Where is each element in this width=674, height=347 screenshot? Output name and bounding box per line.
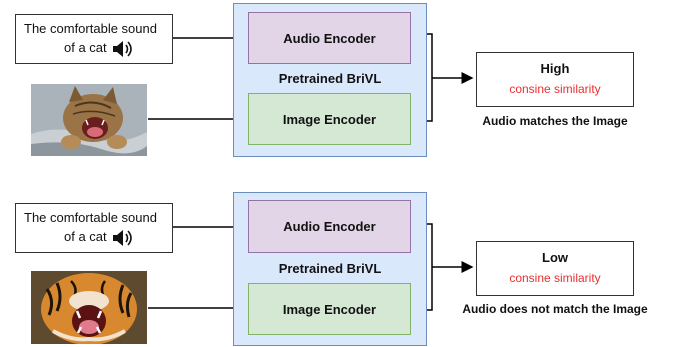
text-line-1: The comfortable sound — [24, 21, 157, 36]
similarity-level: High — [540, 61, 570, 76]
tiger-roaring-image — [31, 271, 147, 344]
image-encoder: Image Encoder — [248, 93, 411, 145]
audio-encoder: Audio Encoder — [248, 200, 411, 253]
panel-title: Pretrained BriVL — [278, 261, 382, 276]
panel-title: Pretrained BriVL — [278, 71, 382, 86]
similarity-metric: consine similarity — [509, 82, 601, 96]
similarity-metric: consine similarity — [509, 271, 601, 285]
similarity-result-box: High consine similarity — [476, 52, 634, 107]
cat-yawning-image — [31, 84, 147, 156]
speaker-icon — [112, 229, 132, 246]
image-encoder-label: Image Encoder — [282, 301, 377, 317]
text-line-2: of a cat — [64, 229, 107, 244]
audio-encoder-label: Audio Encoder — [283, 219, 376, 234]
image-encoder: Image Encoder — [248, 283, 411, 335]
audio-encoder: Audio Encoder — [248, 12, 411, 64]
similarity-level: Low — [542, 250, 568, 265]
image-encoder-label: Image Encoder — [282, 111, 377, 127]
text-line-1: The comfortable sound — [24, 210, 157, 225]
similarity-result-box: Low consine similarity — [476, 241, 634, 296]
speaker-icon — [112, 40, 132, 57]
audio-encoder-label: Audio Encoder — [283, 30, 376, 46]
match-caption: Audio matches the Image — [482, 114, 628, 128]
mismatch-caption: Audio does not match the Image — [462, 302, 648, 316]
text-input-box: The comfortable sound of a cat — [15, 203, 173, 253]
text-input-box: The comfortable sound of a cat — [15, 14, 173, 64]
text-line-2: of a cat — [64, 40, 107, 55]
